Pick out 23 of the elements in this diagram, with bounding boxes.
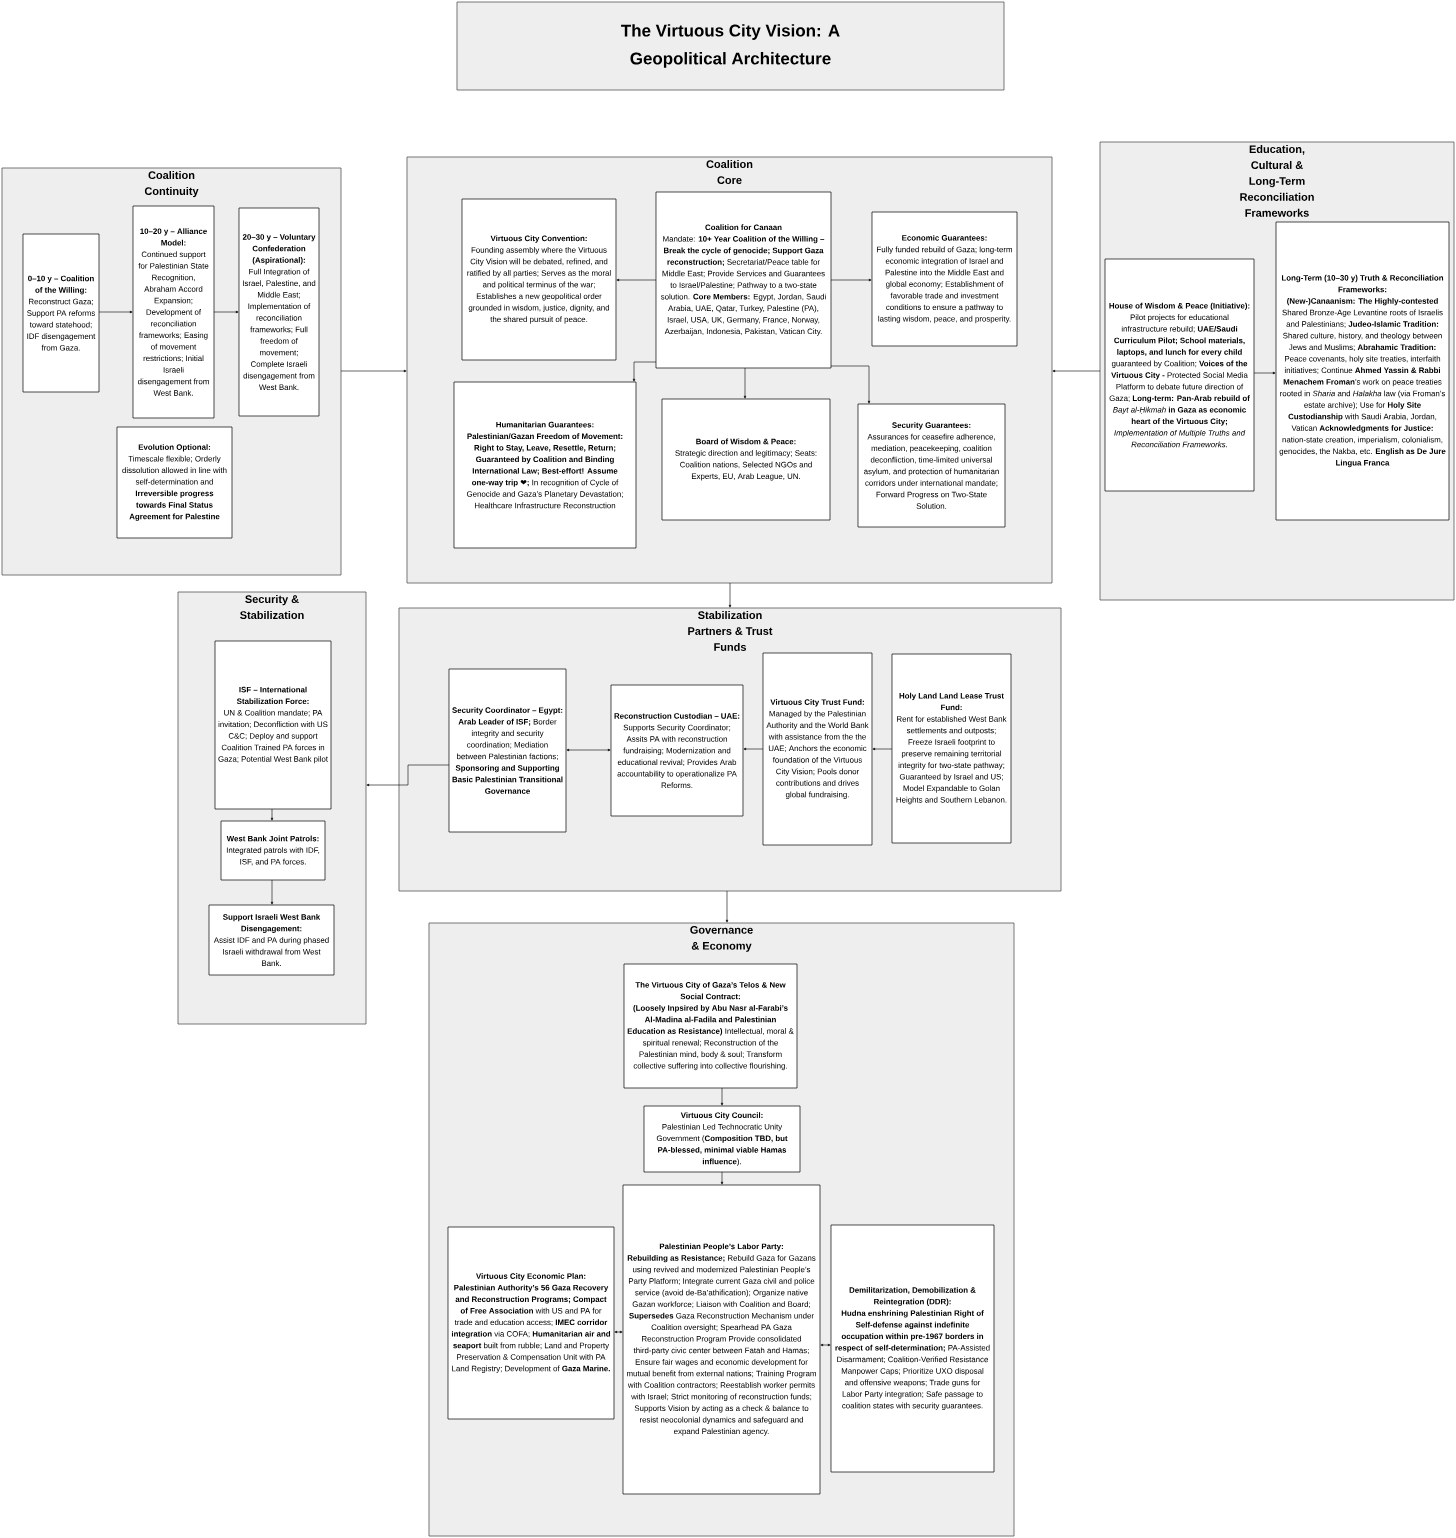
arrow [213, 310, 239, 314]
arrow [270, 808, 274, 821]
arrow [820, 1343, 831, 1347]
arrow [725, 890, 729, 923]
arrow [1253, 371, 1276, 375]
arrow [270, 879, 274, 905]
arrow [743, 367, 747, 399]
arrow [872, 747, 893, 751]
arrow [614, 1330, 623, 1334]
arrow [566, 748, 611, 752]
arrow [366, 764, 450, 787]
arrow [720, 1087, 724, 1106]
arrow [720, 1171, 724, 1185]
arrow [1052, 369, 1101, 373]
arrow [830, 278, 872, 282]
arrow [98, 310, 133, 314]
arrow [632, 361, 657, 382]
arrow [743, 747, 764, 751]
arrow [340, 369, 407, 373]
arrow [830, 365, 871, 404]
arrow [616, 278, 657, 282]
title-box: The Virtuous City Vision: A Geopolitical Architecture [456, 1, 1005, 91]
arrow [728, 582, 732, 608]
